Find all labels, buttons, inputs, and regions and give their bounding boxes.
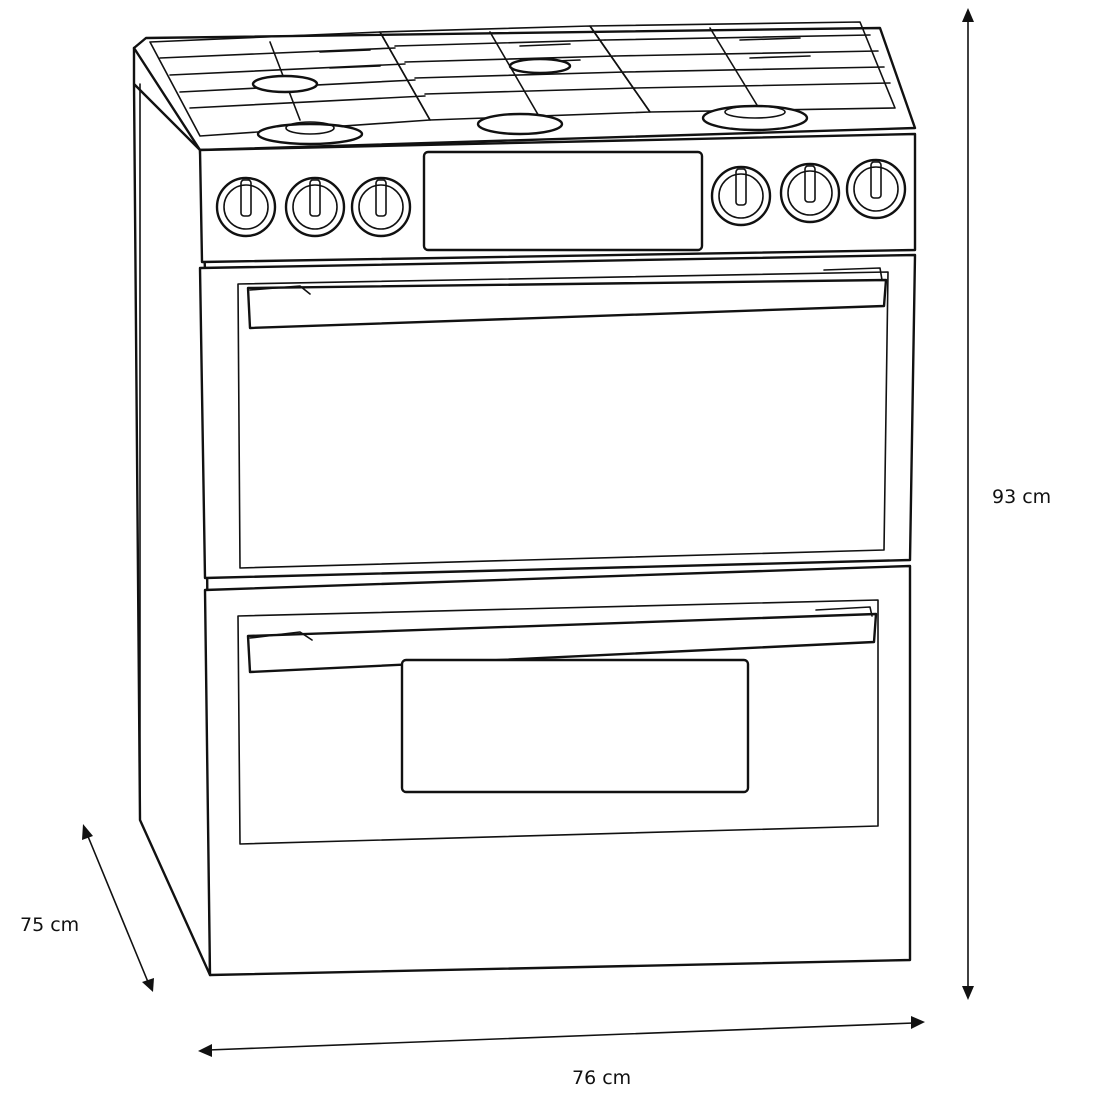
depth-dimension-line bbox=[82, 824, 154, 992]
height-dimension-line bbox=[962, 8, 974, 1000]
knob-icon bbox=[350, 176, 412, 238]
lower-drawer-handle bbox=[246, 612, 878, 674]
knob-icon bbox=[284, 176, 346, 238]
burner-icon bbox=[256, 121, 364, 146]
lower-drawer-frame bbox=[237, 599, 879, 845]
burner-icon bbox=[476, 112, 564, 136]
depth-dimension-label: 75 cm bbox=[20, 914, 80, 936]
display-window bbox=[422, 150, 704, 252]
knob-icon bbox=[710, 165, 772, 227]
range-side-panel bbox=[132, 46, 212, 977]
upper-oven-door bbox=[198, 253, 917, 580]
width-dimension-line bbox=[198, 1016, 925, 1057]
burner-icon bbox=[701, 104, 809, 132]
upper-oven-window bbox=[237, 271, 889, 569]
knob-icon bbox=[779, 162, 841, 224]
width-dimension-label: 76 cm bbox=[572, 1067, 632, 1089]
knob-icon bbox=[845, 158, 907, 220]
knob-icon bbox=[215, 176, 277, 238]
burner-icon bbox=[251, 74, 319, 94]
height-dimension-label: 93 cm bbox=[992, 486, 1052, 508]
burner-icon bbox=[508, 57, 572, 75]
lower-drawer-window bbox=[400, 658, 750, 794]
upper-door-handle bbox=[246, 278, 888, 330]
